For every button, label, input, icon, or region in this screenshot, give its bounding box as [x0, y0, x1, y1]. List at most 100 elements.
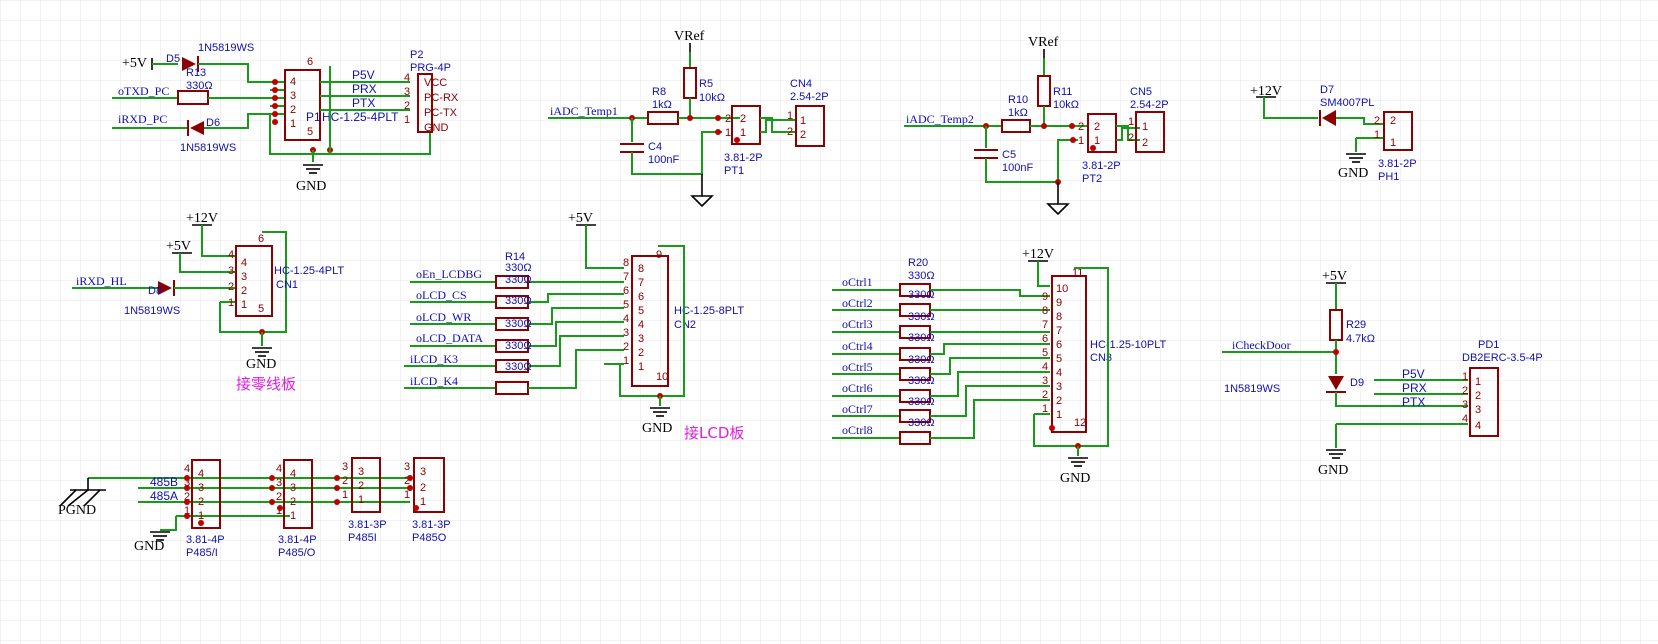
connector-cn5[interactable]: 12 12 CN5 2.54-2P — [1128, 86, 1169, 153]
svg-text:1: 1 — [228, 297, 234, 309]
svg-text:4: 4 — [184, 463, 190, 475]
r14-value: 330Ω — [505, 262, 532, 274]
gnd-label-cn3: GND — [1060, 471, 1090, 486]
svg-text:12: 12 — [1074, 417, 1086, 429]
svg-text:2: 2 — [184, 491, 190, 503]
svg-text:3.81-3P: 3.81-3P — [348, 519, 387, 531]
svg-text:1: 1 — [290, 118, 296, 130]
svg-text:1: 1 — [1056, 409, 1062, 421]
block-485: PGND 485B 485A GND 43 21 43 21 3.81-4P P… — [58, 457, 451, 559]
svg-text:6: 6 — [638, 291, 644, 303]
svg-text:9: 9 — [1056, 297, 1062, 309]
svg-text:3: 3 — [290, 482, 296, 494]
svg-text:1: 1 — [638, 361, 644, 373]
svg-text:1: 1 — [1094, 135, 1100, 147]
svg-text:5: 5 — [1056, 353, 1062, 365]
svg-text:6: 6 — [307, 56, 313, 68]
svg-text:5: 5 — [638, 305, 644, 317]
svg-text:R10: R10 — [1008, 94, 1028, 106]
svg-text:P485I: P485I — [348, 532, 377, 544]
r21-value: 330Ω — [908, 289, 935, 301]
svg-text:4: 4 — [1462, 413, 1468, 425]
net-p5v-p2: P5V — [352, 68, 375, 82]
block-prg-port: +5V D5 1N5819WS oTXD_PC R13 330Ω iRXD_PC… — [112, 42, 459, 194]
block-pd1: +5V R29 4.7kΩ iCheckDoor D9 1N5819WS P5V… — [1222, 269, 1543, 478]
svg-text:1: 1 — [623, 355, 629, 367]
net-txd-pc: oTXD_PC — [118, 84, 169, 98]
svg-text:3: 3 — [290, 90, 296, 102]
svg-text:6: 6 — [258, 233, 264, 245]
svg-text:2: 2 — [276, 491, 282, 503]
connector-cn2[interactable]: 87 65 43 21 87 65 43 21 910 HC-1.25-8PLT… — [623, 249, 744, 387]
net-lcd-wr: oLCD_WR — [416, 310, 471, 324]
connector-p2[interactable]: 43 21 P2 PRG-4P VCC PC-RX PC-TX GND — [404, 49, 459, 134]
connector-cn1[interactable]: 43 21 43 21 65 HC-1.25-4PLT CN1 — [228, 233, 344, 317]
svg-text:3.81-2P: 3.81-2P — [724, 152, 763, 164]
gnd-label-485: GND — [134, 539, 164, 554]
svg-text:PT1: PT1 — [724, 165, 744, 177]
block-temp2: VRef R11 10kΩ iADC_Temp2 R10 1kΩ C5 100n… — [904, 35, 1169, 216]
svg-text:2: 2 — [358, 480, 364, 492]
connector-p485o-3p[interactable]: 32 1 32 1 3.81-3P P485O — [404, 457, 451, 544]
svg-text:1: 1 — [404, 489, 410, 501]
block-12v-input: +12V D7 SM4007PL GND 21 21 3.81-2P PH1 — [1250, 84, 1417, 183]
svg-text:10: 10 — [656, 371, 668, 383]
net-adc-temp1: iADC_Temp1 — [550, 104, 618, 118]
svg-text:2: 2 — [725, 113, 731, 125]
diode-d7[interactable]: D7 SM4007PL — [1319, 84, 1374, 126]
p5v-label: +5V — [122, 56, 147, 71]
connector-p485i-3p[interactable]: 32 1 32 1 3.81-3P P485I — [334, 457, 387, 544]
net-rxd-hl: iRXD_HL — [76, 274, 127, 288]
svg-text:8: 8 — [638, 263, 644, 275]
svg-text:2: 2 — [404, 100, 410, 112]
r18-value: 330Ω — [505, 340, 532, 352]
diode-d8[interactable]: D8 1N5819WS — [124, 280, 180, 317]
svg-text:3.81-4P: 3.81-4P — [186, 534, 225, 546]
svg-text:SM4007PL: SM4007PL — [1320, 97, 1374, 109]
svg-text:3: 3 — [623, 327, 629, 339]
capacitor-c5[interactable]: C5 100nF — [974, 149, 1033, 174]
svg-text:2: 2 — [1078, 121, 1084, 133]
resistor-r8[interactable]: R8 1kΩ — [647, 86, 679, 125]
diode-d6[interactable]: D6 1N5819WS — [180, 117, 236, 154]
svg-text:3: 3 — [420, 466, 426, 478]
connector-p1[interactable]: 43 21 65 P1 HC-1.25-4PLT — [272, 56, 399, 153]
diode-d9[interactable]: D9 1N5819WS — [1224, 376, 1364, 395]
net-adc-temp2: iADC_Temp2 — [906, 112, 974, 126]
svg-text:R8: R8 — [652, 86, 666, 98]
connector-p485-i[interactable]: 43 21 43 21 3.81-4P P485/I — [184, 459, 225, 559]
svg-text:1: 1 — [241, 299, 247, 311]
svg-text:2: 2 — [1390, 115, 1396, 127]
svg-text:2: 2 — [1142, 137, 1148, 149]
svg-text:PT2: PT2 — [1082, 173, 1102, 185]
svg-text:P1: P1 — [306, 110, 321, 124]
svg-text:4: 4 — [290, 468, 296, 480]
connector-pd1[interactable]: 12 34 12 34 PD1 DB2ERC-3.5-4P — [1462, 339, 1543, 437]
connector-pt2[interactable]: 21 21 3.81-2P PT2 — [1078, 113, 1121, 185]
connector-ph1[interactable]: 21 21 3.81-2P PH1 — [1374, 111, 1417, 183]
connector-cn4[interactable]: 12 12 CN4 2.54-2P — [787, 78, 829, 147]
svg-text:1kΩ: 1kΩ — [1008, 107, 1028, 119]
svg-text:3: 3 — [404, 86, 410, 98]
svg-text:10: 10 — [1056, 283, 1068, 295]
svg-text:3.81-2P: 3.81-2P — [1082, 160, 1121, 172]
connector-p485-o[interactable]: 43 21 43 21 3.81-4P P485/O — [269, 459, 317, 559]
svg-text:5: 5 — [623, 299, 629, 311]
resistor-r10[interactable]: R10 1kΩ — [1001, 94, 1031, 133]
resistor-r5[interactable]: R5 10kΩ — [683, 67, 725, 104]
svg-text:3: 3 — [276, 477, 282, 489]
net-ctrl4: oCtrl4 — [842, 339, 873, 353]
svg-text:2: 2 — [1094, 121, 1100, 133]
svg-text:1kΩ: 1kΩ — [652, 99, 672, 111]
vref-label-2: VRef — [1028, 35, 1059, 50]
svg-text:PRG-4P: PRG-4P — [410, 62, 451, 74]
svg-text:VCC: VCC — [424, 77, 447, 89]
net-ptx-pd1: PTX — [1402, 395, 1425, 409]
net-ctrl1: oCtrl1 — [842, 275, 873, 289]
pgnd-label: PGND — [58, 503, 96, 518]
svg-text:1: 1 — [290, 510, 296, 522]
connector-pt1[interactable]: 21 21 3.81-2P PT1 — [724, 105, 763, 177]
svg-text:2: 2 — [1042, 389, 1048, 401]
